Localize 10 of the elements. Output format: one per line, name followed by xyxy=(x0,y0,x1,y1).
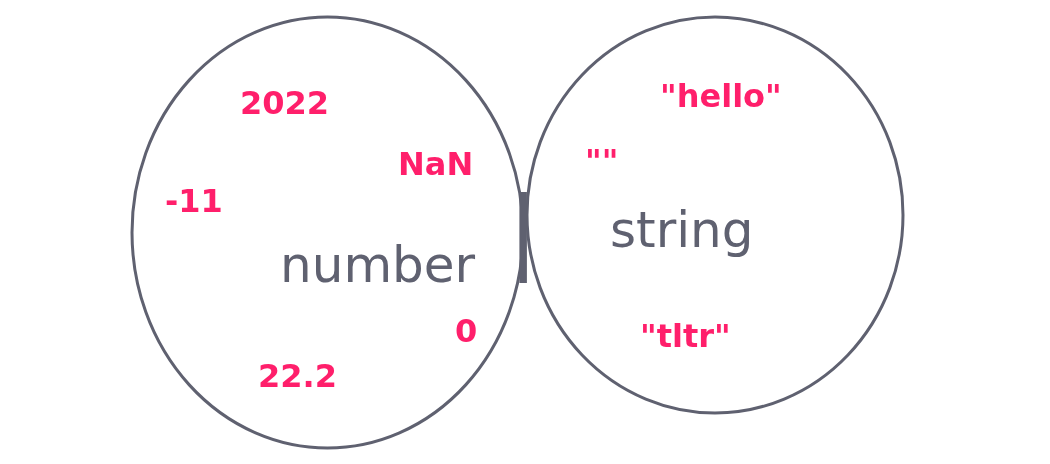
value-text: NaN xyxy=(398,148,474,180)
value-text: -11 xyxy=(165,185,223,217)
value-text: 0 xyxy=(455,315,478,347)
value-text: 2022 xyxy=(240,87,330,119)
value-text: "hello" xyxy=(660,80,782,112)
value-text: "tltr" xyxy=(640,320,731,352)
type-name: number xyxy=(280,240,476,290)
type-name: string xyxy=(610,205,754,255)
value-text: "" xyxy=(585,145,619,177)
value-text: 22.2 xyxy=(258,360,337,392)
